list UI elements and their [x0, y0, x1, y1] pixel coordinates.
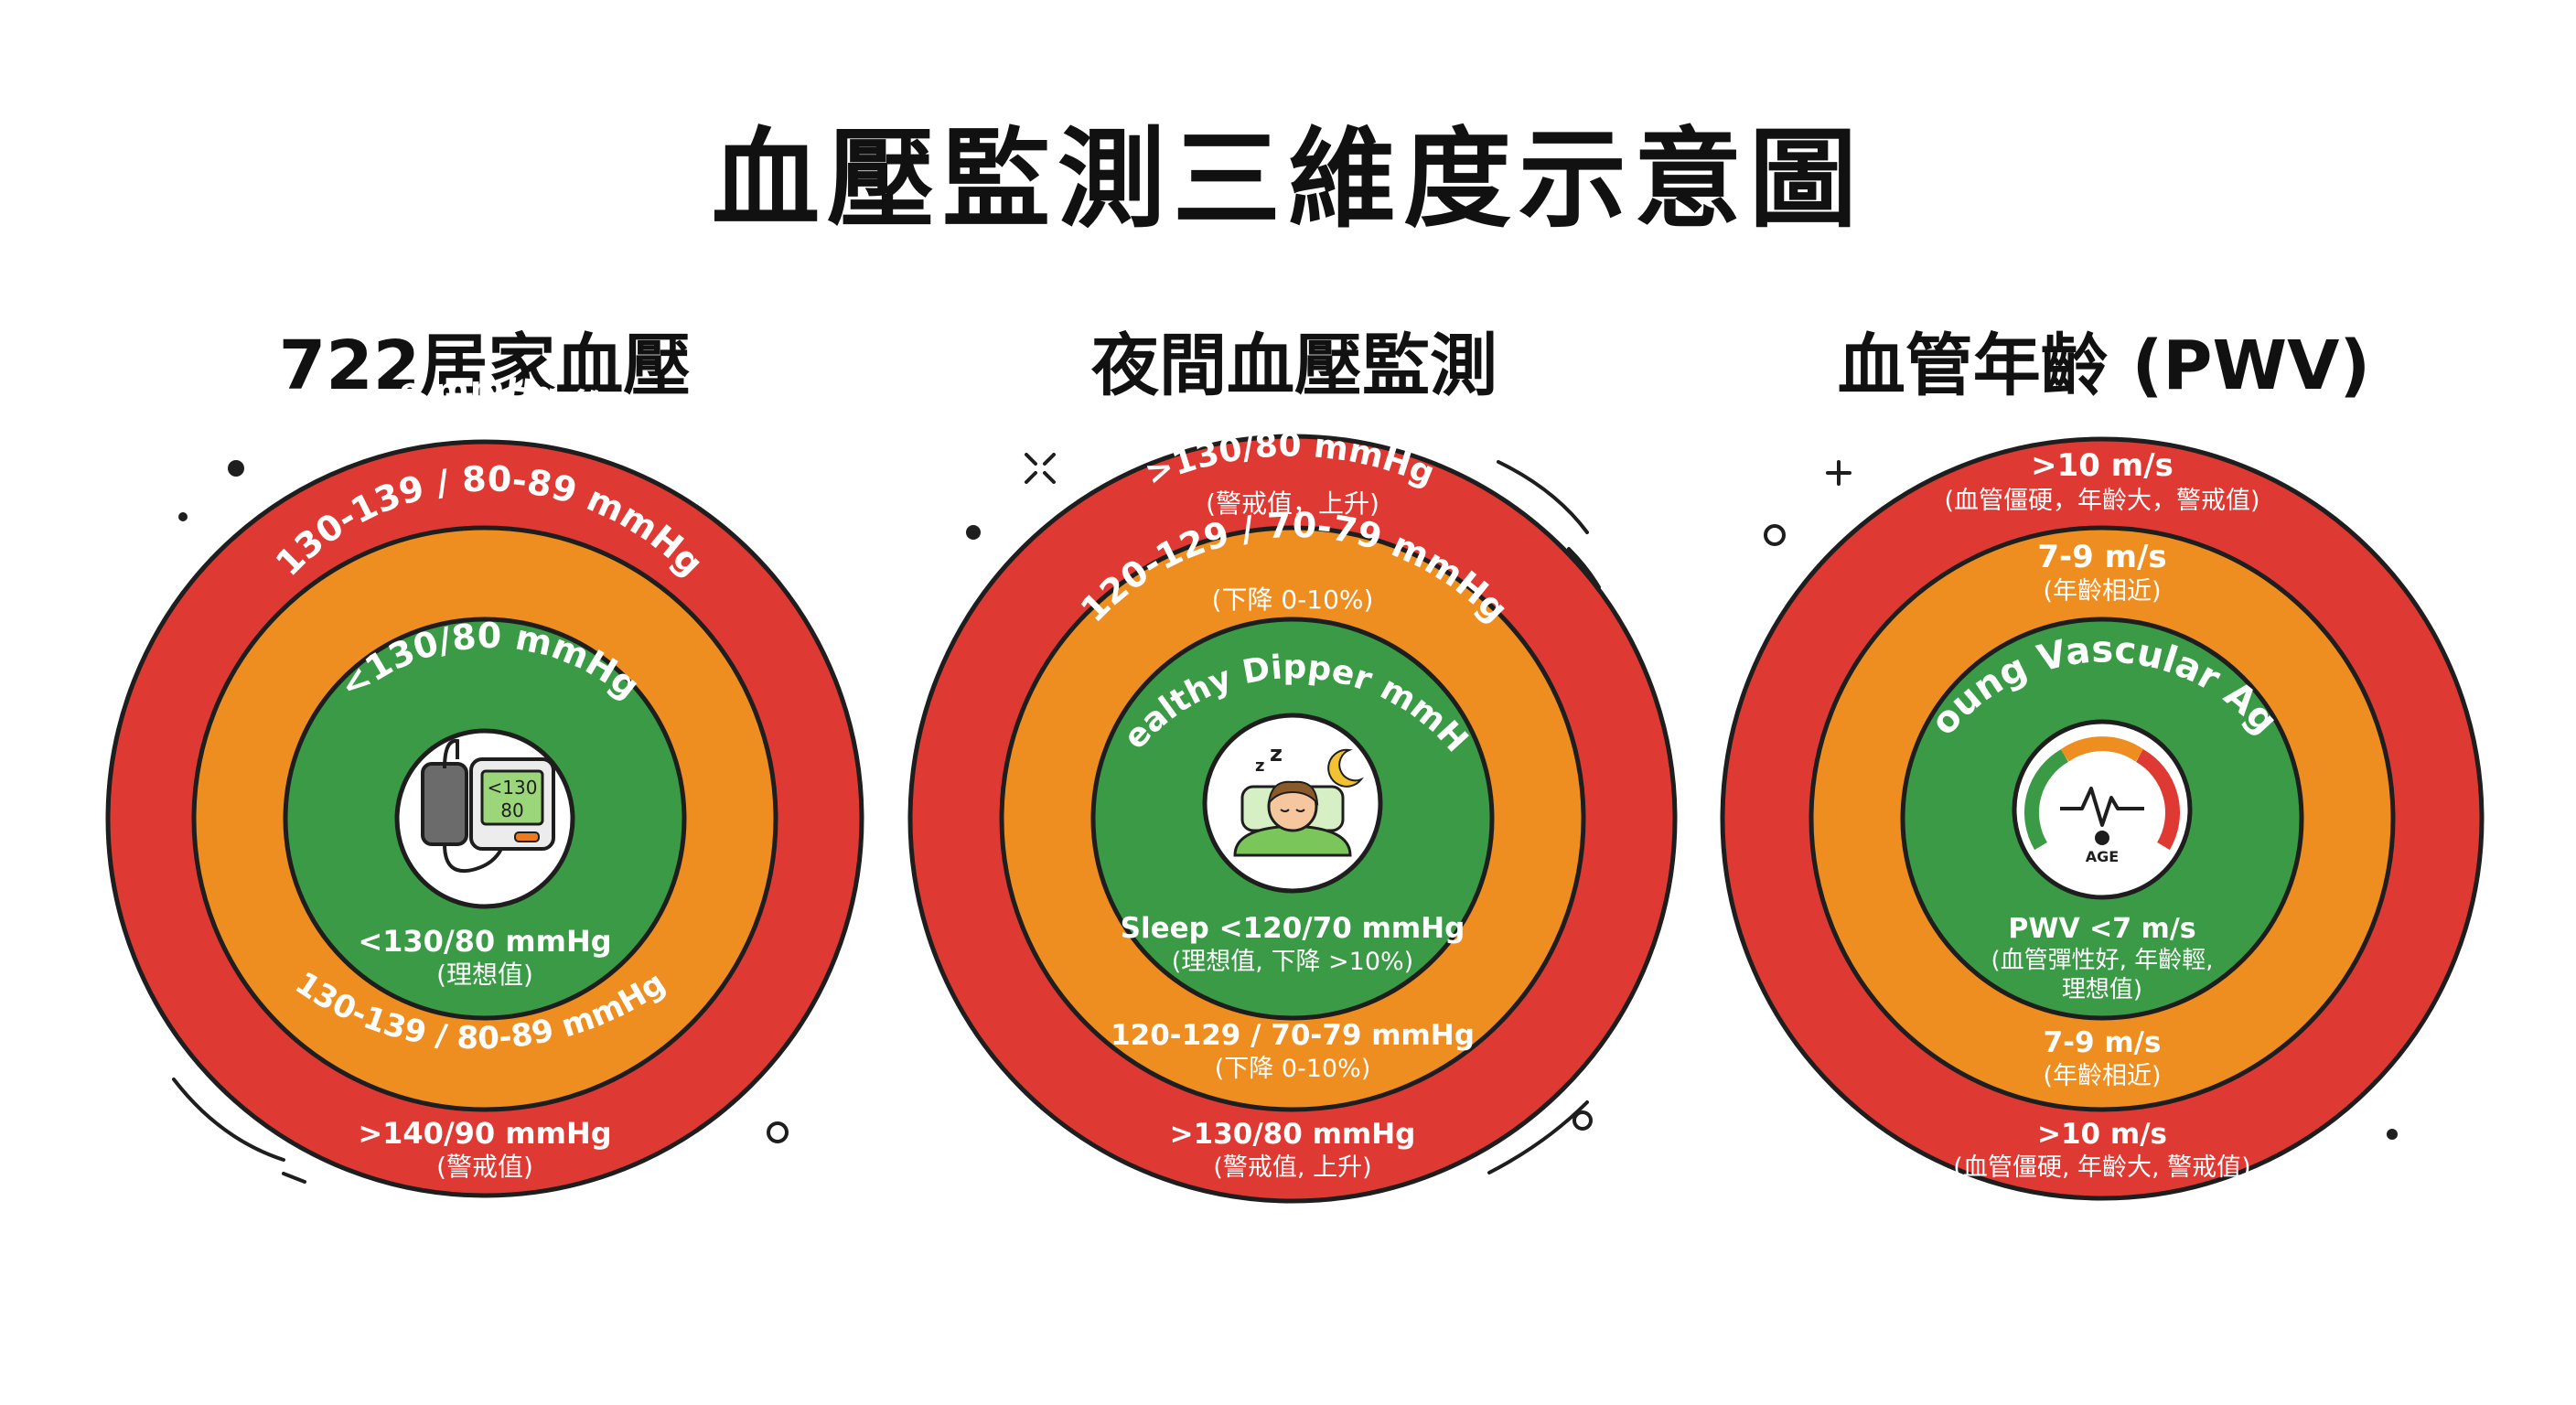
panel-title-night-bp: 夜間血壓監測 [1091, 327, 1497, 405]
middle-arc-label: 7-9 m/s [2037, 539, 2166, 575]
middle-bottom-label: 7-9 m/s [2044, 1026, 2162, 1059]
ring-decoration [1764, 524, 1786, 546]
middle-bottom-sub: (下降 0-10%) [1215, 1055, 1371, 1083]
sleeping-person-icon: z z [1233, 741, 1365, 857]
spark-decoration [1025, 453, 1056, 484]
outer-bottom-sub: (警戒值, 上升) [1213, 1153, 1371, 1182]
gauge-age-label: AGE [2086, 848, 2119, 865]
inner-bottom-label: Sleep <120/70 mmHg [1121, 912, 1465, 945]
outer-arc-sub: (血管僵硬，年齡大，警戒值) [1944, 487, 2259, 515]
arc-decoration [172, 1078, 285, 1162]
panel-title-home-bp: 722居家血壓 [278, 327, 692, 405]
dot-decoration [966, 525, 981, 540]
plus-decoration [1826, 460, 1852, 486]
outer-bottom-label: >140/90 mmHg [358, 1116, 611, 1151]
inner-bottom-label: <130/80 mmHg [358, 924, 611, 959]
ring-decoration [767, 1121, 789, 1143]
arc-decoration [1487, 1100, 1589, 1174]
outer-arc-sub: (警戒值，上升) [1206, 488, 1379, 519]
age-gauge-icon: AGE [2024, 736, 2180, 865]
panel-title-vascular-age: 血管年齡 (PWV) [1837, 327, 2371, 405]
outer-bottom-label: >10 m/s [2037, 1118, 2167, 1151]
inner-bottom-sub-2: 理想值) [2062, 976, 2142, 1003]
page-title: 血壓監測三維度示意圖 [711, 116, 1864, 242]
inner-bottom-sub-1: (血管彈性好, 年齡輕, [1991, 947, 2214, 974]
middle-bottom-sub: (年齡相近) [2043, 1062, 2161, 1090]
middle-arc-sub: (年齡相近) [2043, 577, 2161, 606]
outer-bottom-sub: (警戒值) [436, 1152, 533, 1182]
blood-pressure-monitor-icon: <130 80 [421, 738, 555, 874]
sleep-z-large: z [1270, 741, 1283, 767]
inner-bottom-label: PWV <7 m/s [2008, 913, 2195, 945]
outer-arc-label: >10 m/s [2031, 447, 2174, 484]
arc-decoration [282, 1172, 306, 1184]
dot-decoration [2387, 1129, 2398, 1140]
sleep-z-small: z [1255, 756, 1264, 776]
inner-bottom-sub: (理想值) [436, 960, 533, 990]
arc-decoration [1497, 460, 1589, 534]
dot-decoration [228, 460, 244, 477]
home-bp-rings: <130 80 >140/90 mmHg (警戒值) 130-139 / 80-… [105, 370, 864, 1198]
dot-decoration [178, 512, 188, 521]
monitor-reading-sys: <130 [488, 777, 538, 799]
ring-decoration [1572, 1110, 1593, 1131]
outer-bottom-sub: (血管僵硬, 年齡大, 警戒值) [1953, 1153, 2250, 1182]
inner-bottom-sub: (理想值, 下降 >10%) [1172, 948, 1413, 976]
monitor-reading-dia: 80 [500, 799, 523, 821]
middle-bottom-label: 120-129 / 70-79 mmHg [1111, 1019, 1475, 1052]
middle-arc-sub: (下降 0-10%) [1212, 585, 1374, 615]
outer-bottom-label: >130/80 mmHg [1170, 1118, 1416, 1151]
